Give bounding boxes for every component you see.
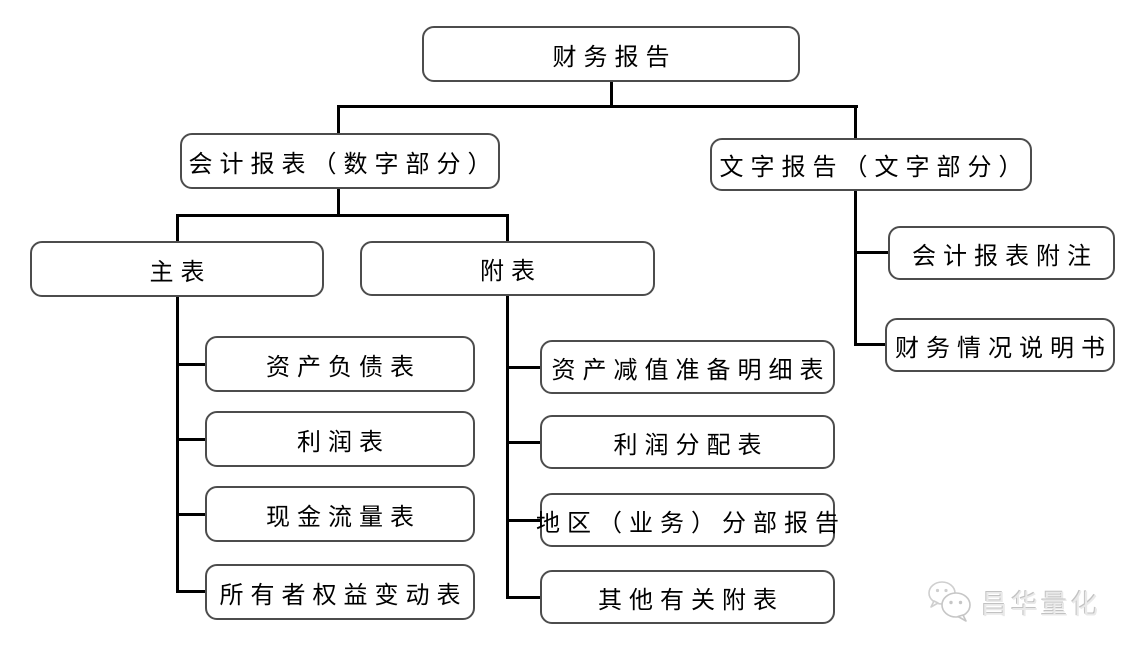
connector-main-drop	[176, 214, 179, 243]
connector-level2-bar	[176, 214, 509, 217]
connector-accounting-drop	[337, 105, 340, 135]
connector-text-trunk	[854, 191, 857, 346]
node-main-tables: 主表	[30, 241, 324, 297]
node-profit-distribution-table: 利润分配表	[540, 415, 835, 469]
connector-stub-profitdist	[506, 441, 542, 444]
connector-stub-notes	[854, 251, 890, 254]
node-balance-sheet: 资产负债表	[205, 336, 475, 392]
node-text-report: 文字报告（文字部分）	[710, 138, 1032, 191]
node-other-schedules: 其他有关附表	[540, 570, 835, 624]
node-equity-change-statement: 所有者权益变动表	[205, 564, 475, 620]
connector-main-trunk	[176, 297, 179, 593]
connector-level1-bar	[337, 105, 858, 108]
node-supplementary-tables: 附表	[360, 241, 655, 296]
connector-stub-other	[506, 596, 542, 599]
node-financial-condition-statement: 财务情况说明书	[885, 318, 1115, 372]
connector-supp-drop	[506, 214, 509, 243]
watermark: 昌华量化	[925, 578, 1101, 626]
connector-stub-income	[176, 438, 207, 441]
node-segment-report: 地区（业务）分部报告	[536, 493, 839, 547]
node-financial-report: 财务报告	[422, 26, 800, 82]
connector-supp-trunk	[506, 296, 509, 598]
connector-stub-condition	[854, 343, 887, 346]
watermark-text: 昌华量化	[981, 589, 1101, 620]
node-statement-notes: 会计报表附注	[888, 226, 1115, 280]
connector-root-drop	[610, 82, 613, 107]
node-accounting-statements: 会计报表（数字部分）	[180, 133, 500, 189]
connector-textreport-drop	[854, 105, 857, 140]
wechat-chat-bubbles-icon	[928, 581, 971, 622]
connector-stub-equity	[176, 590, 207, 593]
connector-stub-segment	[506, 519, 542, 522]
node-income-statement: 利润表	[205, 411, 475, 467]
connector-accounting-out	[337, 189, 340, 216]
node-impairment-detail-table: 资产减值准备明细表	[540, 340, 835, 394]
connector-stub-impairment	[506, 366, 542, 369]
connector-stub-balance	[176, 363, 207, 366]
node-cash-flow-statement: 现金流量表	[205, 486, 475, 542]
connector-stub-cashflow	[176, 513, 207, 516]
